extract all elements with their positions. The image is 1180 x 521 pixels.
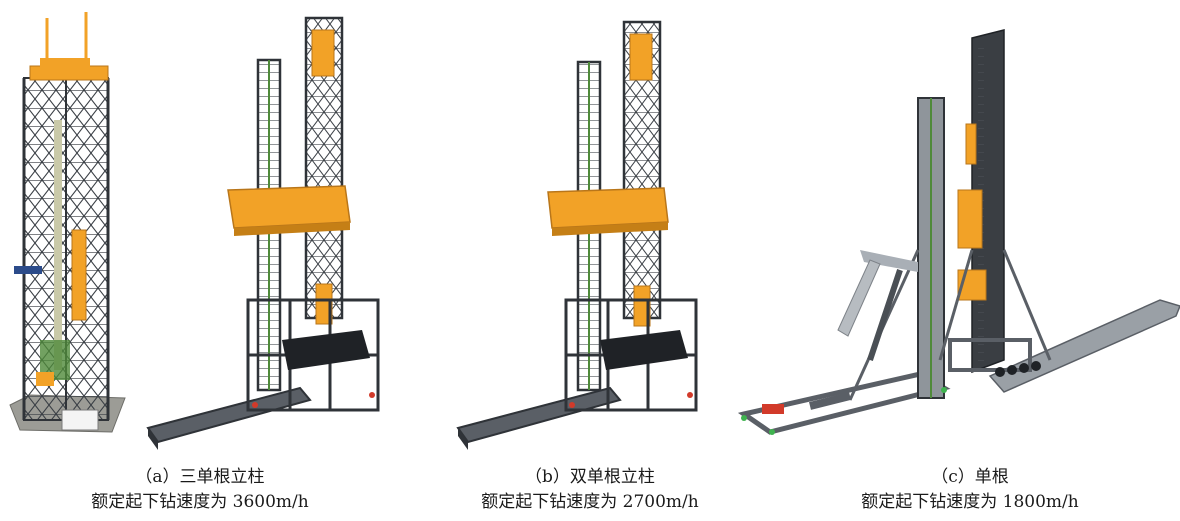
- caption-c: （c）单根 额定起下钻速度为 1800m/h: [830, 465, 1110, 515]
- caption-a: （a）三单根立柱 额定起下钻速度为 3600m/h: [70, 465, 330, 515]
- caption-a-label: （a）三单根立柱: [135, 467, 265, 487]
- illustrations: [9, 12, 1180, 450]
- panel-a-tower-drawing: [9, 12, 126, 433]
- panel-b-rig-drawing: [456, 20, 698, 450]
- caption-c-label: （c）单根: [931, 467, 1009, 487]
- caption-b: （b）双单根立柱 额定起下钻速度为 2700m/h: [450, 465, 730, 515]
- panel-c-rig-drawing: [737, 29, 1180, 435]
- caption-c-speed: 额定起下钻速度为 1800m/h: [861, 492, 1079, 512]
- caption-b-speed: 额定起下钻速度为 2700m/h: [481, 492, 699, 512]
- caption-a-speed: 额定起下钻速度为 3600m/h: [91, 492, 309, 512]
- panel-a-rig-drawing: [146, 16, 380, 450]
- caption-b-label: （b）双单根立柱: [525, 467, 655, 487]
